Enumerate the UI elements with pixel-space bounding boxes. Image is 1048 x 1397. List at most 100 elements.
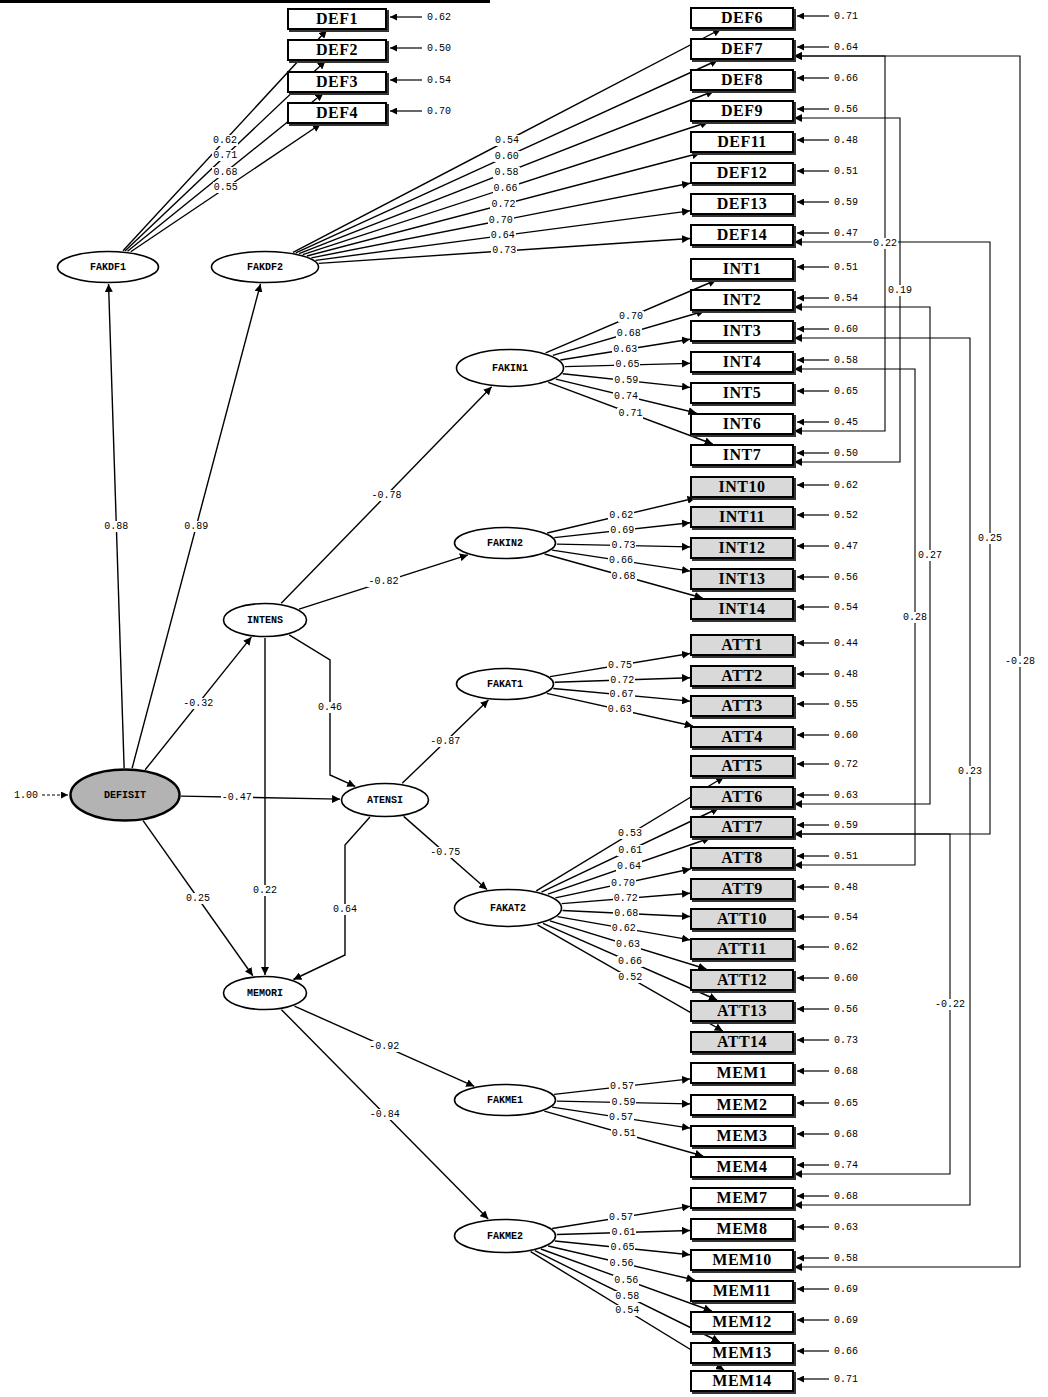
error-variance: 0.50 — [833, 448, 859, 459]
error-variance: 0.69 — [833, 1315, 859, 1326]
factor-loading — [548, 838, 710, 894]
variable-name: DEF6 — [721, 9, 763, 27]
factor-loading — [303, 122, 709, 255]
observed-variable-box: ATT12 — [690, 969, 794, 991]
factor-loading — [311, 183, 690, 258]
variable-name: ATENSI — [367, 795, 403, 806]
error-variance: 0.47 — [833, 541, 859, 552]
variable-name: DEF9 — [721, 102, 763, 120]
observed-variable-box: DEF6 — [690, 7, 794, 29]
loading-value: 0.70 — [610, 878, 636, 889]
latent-variable-ellipse: FAKDF1 — [56, 250, 160, 284]
loading-value: 0.68 — [212, 167, 238, 178]
error-arrow — [797, 1226, 829, 1227]
error-covariance — [794, 834, 950, 1174]
error-variance: 0.71 — [833, 1374, 859, 1385]
variable-name: MEM4 — [717, 1158, 768, 1176]
error-variance: 0.66 — [833, 73, 859, 84]
ellipse-shape — [58, 252, 159, 283]
loading-value: 0.51 — [611, 1128, 637, 1139]
error-covariance — [794, 56, 1020, 1267]
observed-variable-box: ATT4 — [690, 726, 794, 748]
variable-name: FAKIN1 — [492, 363, 528, 374]
variable-name: MEM3 — [717, 1127, 768, 1145]
factor-loading — [307, 153, 700, 256]
loading-value: 0.56 — [608, 1258, 634, 1269]
error-arrow — [390, 16, 422, 17]
structural-path — [404, 816, 487, 889]
observed-variable-box: ATT3 — [690, 695, 794, 717]
loading-value: 0.56 — [613, 1275, 639, 1286]
error-variance: 0.45 — [833, 417, 859, 428]
loading-value: 0.68 — [616, 328, 642, 339]
loading-value: 0.57 — [608, 1212, 634, 1223]
error-arrows — [42, 16, 829, 1379]
ellipse-shape — [71, 770, 180, 821]
error-arrow — [797, 642, 829, 643]
error-arrow — [797, 763, 829, 764]
error-arrow — [797, 359, 829, 360]
error-variance: 0.60 — [833, 324, 859, 335]
variable-name: INT11 — [719, 508, 765, 526]
variable-name: INT5 — [723, 384, 761, 402]
error-variance: 0.50 — [426, 43, 452, 54]
observed-variable-box: MEM4 — [690, 1156, 794, 1178]
observed-variable-box: DEF12 — [690, 162, 794, 184]
observed-variable-box: ATT10 — [690, 908, 794, 930]
error-arrow — [797, 606, 829, 607]
error-arrow — [797, 946, 829, 947]
loading-value: 0.54 — [494, 135, 520, 146]
variable-name: FAKME2 — [487, 1231, 523, 1242]
variable-name: DEF2 — [316, 41, 358, 59]
loading-value: 0.57 — [608, 1112, 634, 1123]
variable-name: MEM1 — [717, 1064, 768, 1082]
factor-loading — [552, 1206, 690, 1228]
loading-value: 0.63 — [612, 344, 638, 355]
path-coefficient: -0.47 — [221, 792, 253, 803]
observed-variable-box: DEF1 — [287, 8, 387, 30]
covariance-value: 0.27 — [917, 550, 943, 561]
error-variance: 0.56 — [833, 104, 859, 115]
loading-value: 0.72 — [613, 893, 639, 904]
factor-loading — [545, 554, 703, 598]
path-coefficient: -0.78 — [370, 490, 402, 501]
latent-variable-ellipse: FAKIN2 — [453, 526, 557, 560]
variable-name: INT1 — [723, 260, 761, 278]
observed-variable-box: MEM7 — [690, 1187, 794, 1209]
loading-value: 0.59 — [613, 375, 639, 386]
variable-name: DEFISIT — [104, 790, 146, 801]
observed-variable-box: DEF11 — [690, 131, 794, 153]
error-arrow — [797, 390, 829, 391]
error-arrow — [390, 110, 422, 111]
error-arrow — [797, 977, 829, 978]
error-arrow — [797, 452, 829, 453]
factor-loading — [558, 917, 690, 940]
variable-name: ATT6 — [721, 788, 763, 806]
error-variance: 0.56 — [833, 572, 859, 583]
loading-value: 0.74 — [613, 391, 639, 402]
structural-path — [294, 1006, 474, 1086]
covariance-value: 0.25 — [977, 533, 1003, 544]
variable-name: MEM11 — [713, 1282, 772, 1300]
covariance-value: 0.28 — [902, 612, 928, 623]
error-variance: 1.00 — [13, 790, 39, 801]
variable-name: ATT5 — [721, 757, 763, 775]
error-variance: 0.54 — [833, 293, 859, 304]
variable-name: DEF12 — [717, 164, 768, 182]
loading-value: 0.59 — [610, 1097, 636, 1108]
error-arrow — [797, 1350, 829, 1351]
error-variance: 0.63 — [833, 790, 859, 801]
factor-loading — [552, 550, 690, 571]
ellipse-shape — [342, 784, 429, 817]
structural-path — [143, 821, 253, 976]
observed-variable-box: MEM3 — [690, 1125, 794, 1147]
observed-variable-box: ATT9 — [690, 878, 794, 900]
variable-name: INT3 — [723, 322, 761, 340]
variable-name: FAKME1 — [487, 1095, 523, 1106]
loading-value: 0.62 — [611, 923, 637, 934]
latent-variable-ellipse: FAKME2 — [453, 1218, 557, 1254]
loading-value: 0.67 — [609, 689, 635, 700]
factor-loading — [562, 893, 690, 903]
variable-name: INT4 — [723, 353, 761, 371]
variable-name: MEM2 — [717, 1096, 768, 1114]
